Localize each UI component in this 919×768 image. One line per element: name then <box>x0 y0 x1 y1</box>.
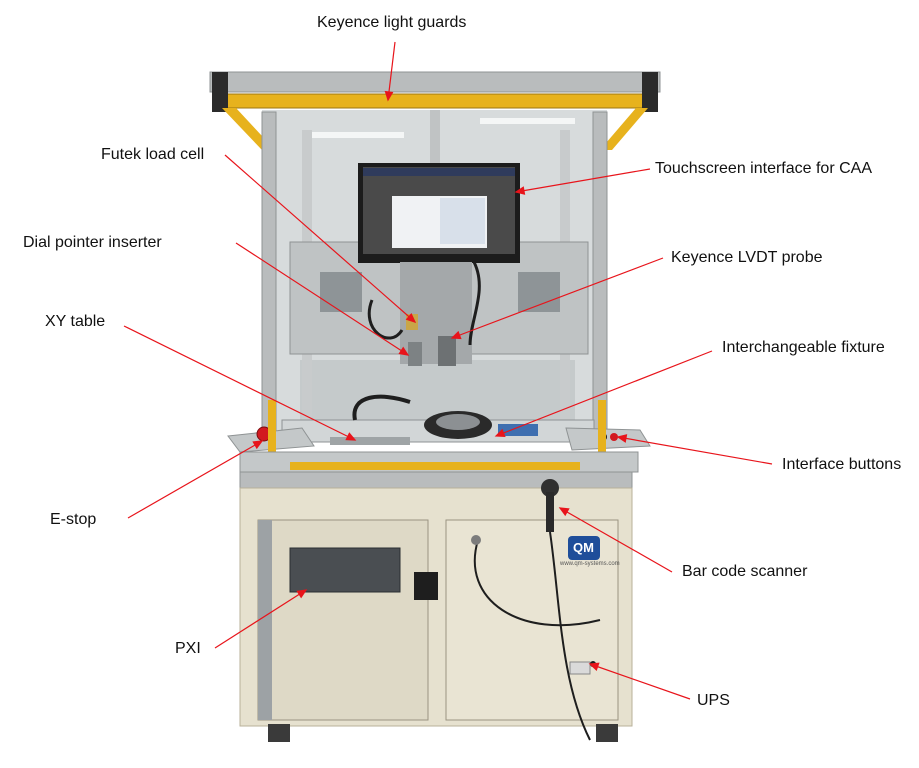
arrowhead-pxi <box>296 589 308 599</box>
callout-ups: UPS <box>697 692 730 709</box>
top-light-guard <box>221 93 651 109</box>
leader-interface-buttons <box>617 436 773 465</box>
arrowhead-interchangeable-fixture <box>494 428 506 437</box>
callout-xy-table: XY table <box>45 313 106 330</box>
arrowhead-e-stop <box>252 440 264 450</box>
leader-bar-code-scanner <box>559 507 673 573</box>
leader-dial-pointer-inserter <box>235 242 409 356</box>
callout-bar-code-scanner: Bar code scanner <box>682 563 808 580</box>
qm-logo-text: QM <box>573 540 594 555</box>
callout-interface-buttons: Interface buttons <box>782 456 902 473</box>
callout-e-stop: E-stop <box>50 511 97 528</box>
leader-touchscreen-interface <box>515 168 651 193</box>
leader-futek-load-cell <box>224 154 416 323</box>
leader-xy-table <box>123 325 356 441</box>
arrowhead-keyence-light-guards <box>384 90 394 102</box>
leader-interchangeable-fixture <box>495 350 713 437</box>
right-upright <box>592 111 608 433</box>
left-upright <box>261 111 277 433</box>
leader-ups <box>589 663 691 700</box>
xy-table-rail <box>330 437 410 445</box>
right-button-wing <box>565 427 651 451</box>
arrowhead-touchscreen-interface <box>514 186 526 195</box>
callout-keyence-lvdt-probe: Keyence LVDT probe <box>671 249 823 266</box>
callout-futek-load-cell: Futek load cell <box>101 146 205 163</box>
arrowhead-futek-load-cell <box>405 313 417 323</box>
callout-dial-pointer-inserter: Dial pointer inserter <box>23 234 162 251</box>
leader-e-stop <box>127 440 263 519</box>
arrowhead-interface-buttons <box>616 434 628 443</box>
pxi-window <box>289 547 401 593</box>
leader-pxi <box>214 589 307 649</box>
arrowhead-keyence-lvdt-probe <box>450 330 462 340</box>
callout-interchangeable-fixture: Interchangeable fixture <box>722 339 885 356</box>
leader-keyence-lvdt-probe <box>451 257 664 339</box>
arrowhead-dial-pointer-inserter <box>398 346 410 356</box>
ups-indicator <box>569 661 591 675</box>
qm-logo <box>568 536 600 560</box>
arrowhead-ups <box>588 662 600 672</box>
callout-keyence-light-guards: Keyence light guards <box>317 14 467 31</box>
qm-logo-url: www.qm-systems.com <box>560 561 620 567</box>
arrowhead-xy-table <box>345 432 357 441</box>
arrowhead-bar-code-scanner <box>558 507 570 517</box>
interface-button <box>610 433 618 441</box>
callout-touchscreen-interface: Touchscreen interface for CAA <box>655 160 872 177</box>
leader-lines <box>123 41 773 700</box>
callout-pxi: PXI <box>175 640 201 657</box>
top-frame-beam <box>209 71 661 93</box>
leader-keyence-light-guards <box>387 41 396 101</box>
barcode-scanner <box>541 479 559 497</box>
